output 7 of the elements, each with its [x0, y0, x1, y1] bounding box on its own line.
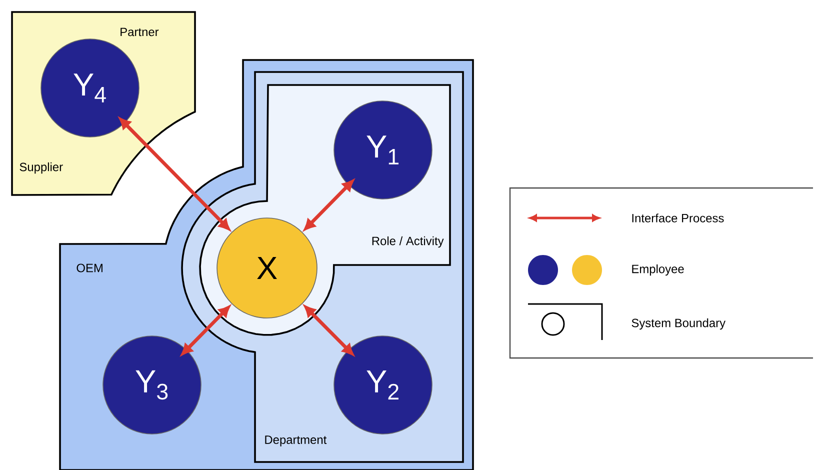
legend-label: Employee [632, 264, 684, 276]
double-arrow [120, 118, 230, 230]
legend-label: Interface Process [632, 214, 724, 222]
double-arrow [304, 180, 354, 230]
double-arrow [182, 306, 230, 355]
legend-label: System Boundary [632, 318, 726, 330]
double-arrow [304, 306, 354, 356]
